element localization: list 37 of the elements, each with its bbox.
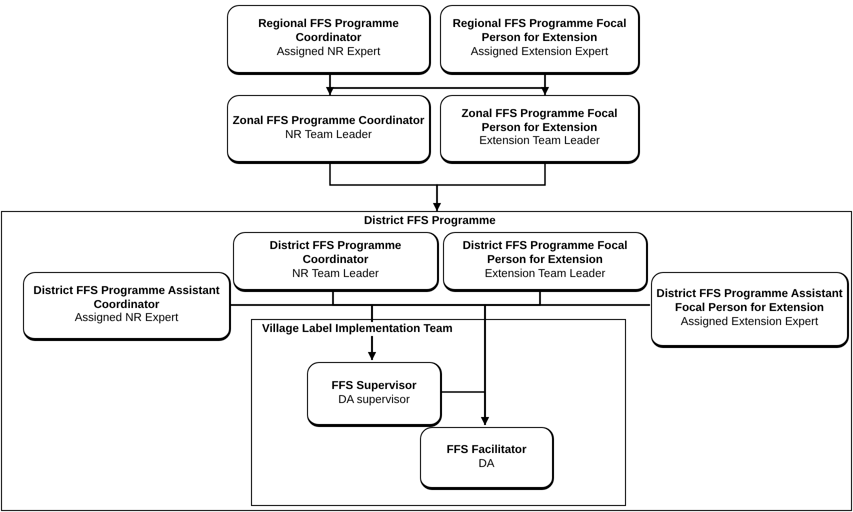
role-box	[227, 5, 431, 75]
role-holder: Assigned NR Expert	[276, 46, 380, 60]
connector-arrow	[541, 75, 549, 95]
role-title: FFS Facilitator	[446, 444, 526, 458]
role-holder: Extension Team Leader	[479, 135, 600, 150]
role-title: District FFS Programme Coordinator	[268, 240, 402, 268]
role-title: District FFS Programme Assistant Focal Person for Extension	[656, 288, 843, 316]
role-title: Regional FFS Programme Focal Person for Extension	[452, 18, 628, 46]
role-box	[440, 5, 640, 75]
role-title: Zonal FFS Programme Coordinator	[232, 114, 424, 128]
role-holder: NR Team Leader	[292, 268, 379, 282]
role-title: Regional FFS Programme Coordinator	[257, 18, 400, 46]
role-title: FFS Supervisor	[332, 380, 416, 394]
role-box	[233, 232, 439, 292]
group-frame	[251, 319, 626, 506]
role-title: Zonal FFS Programme Focal Person for Extension	[460, 108, 618, 136]
role-box	[227, 95, 431, 164]
role-box	[443, 232, 648, 292]
role-box	[440, 95, 640, 164]
role-box	[307, 362, 442, 427]
role-title: District FFS Programme Assistant Coordinator	[32, 284, 221, 312]
role-holder: Assigned NR Expert	[74, 312, 178, 326]
role-box	[651, 272, 849, 348]
role-holder: Assigned Extension Expert	[680, 316, 818, 330]
role-holder: DA	[478, 458, 494, 472]
connector-arrow	[440, 391, 489, 425]
group-title: Village Label Implementation Team	[260, 322, 455, 336]
role-holder: Extension Team Leader	[484, 268, 606, 282]
role-holder: DA supervisor	[338, 394, 410, 408]
group-title: District FFS Programme	[362, 214, 498, 228]
group-frame	[1, 211, 852, 511]
role-holder: Assigned Extension Expert	[470, 46, 608, 60]
role-title: District FFS Programme Focal Person for Extension	[462, 240, 628, 268]
role-box	[420, 427, 554, 490]
role-holder: NR Team Leader	[285, 128, 372, 142]
role-box	[23, 272, 231, 341]
connector-arrow	[433, 164, 546, 211]
